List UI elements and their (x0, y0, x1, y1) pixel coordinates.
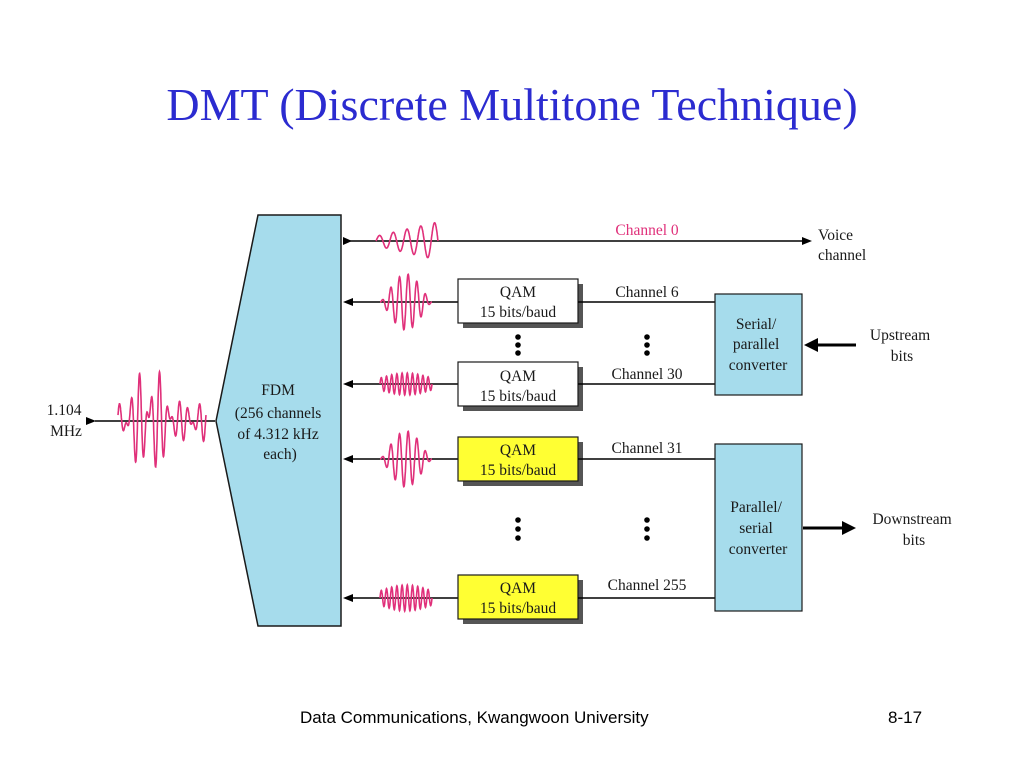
channel-0-wave (375, 221, 439, 259)
fdm-line-3: of 4.312 kHz (237, 426, 318, 443)
ellipsis-dots (515, 334, 650, 541)
channel-0-arrow-left (343, 237, 352, 245)
footer-text: Data Communications, Kwangwoon Universit… (300, 708, 649, 727)
fdm-line-2: (256 channels (235, 405, 322, 422)
channel-30-label: Channel 30 (611, 366, 682, 383)
fdm-block (215, 214, 342, 627)
channel-31-wave (379, 429, 433, 489)
upstream-arrowhead (804, 338, 818, 352)
upstream-label: Upstream bits (870, 327, 934, 365)
downstream-label: Downstream bits (872, 511, 955, 549)
voice-channel-label: Voice channel (818, 227, 866, 264)
parallel-serial-label: Parallel/ serial converter (729, 499, 788, 558)
channel-255-wave (379, 582, 433, 614)
fdm-label: FDM (256 channels of 4.312 kHz each) (235, 382, 325, 463)
channel-255-label: Channel 255 (608, 577, 687, 594)
output-frequency-label: 1.104 MHz (47, 402, 86, 440)
fdm-line-4: each) (263, 446, 297, 463)
combined-output-wave (117, 369, 207, 469)
channel-31-label: Channel 31 (611, 440, 682, 457)
slide-title: DMT (Discrete Multitone Technique) (166, 79, 858, 130)
channel-0-label: Channel 0 (615, 222, 679, 239)
page-number: 8-17 (888, 708, 923, 727)
downstream-arrowhead (842, 521, 856, 535)
fdm-line-1: FDM (261, 382, 295, 399)
serial-parallel-converter (714, 293, 803, 396)
channel-0-arrow-right (802, 237, 812, 245)
channel-30-wave (379, 371, 433, 397)
parallel-serial-converter (714, 443, 803, 612)
fdm-arrowheads (343, 298, 353, 602)
channel-6-label: Channel 6 (615, 284, 679, 301)
serial-parallel-label: Serial/ parallel converter (729, 316, 788, 374)
channel-6-wave (379, 272, 433, 332)
signal-waveforms (117, 221, 439, 614)
